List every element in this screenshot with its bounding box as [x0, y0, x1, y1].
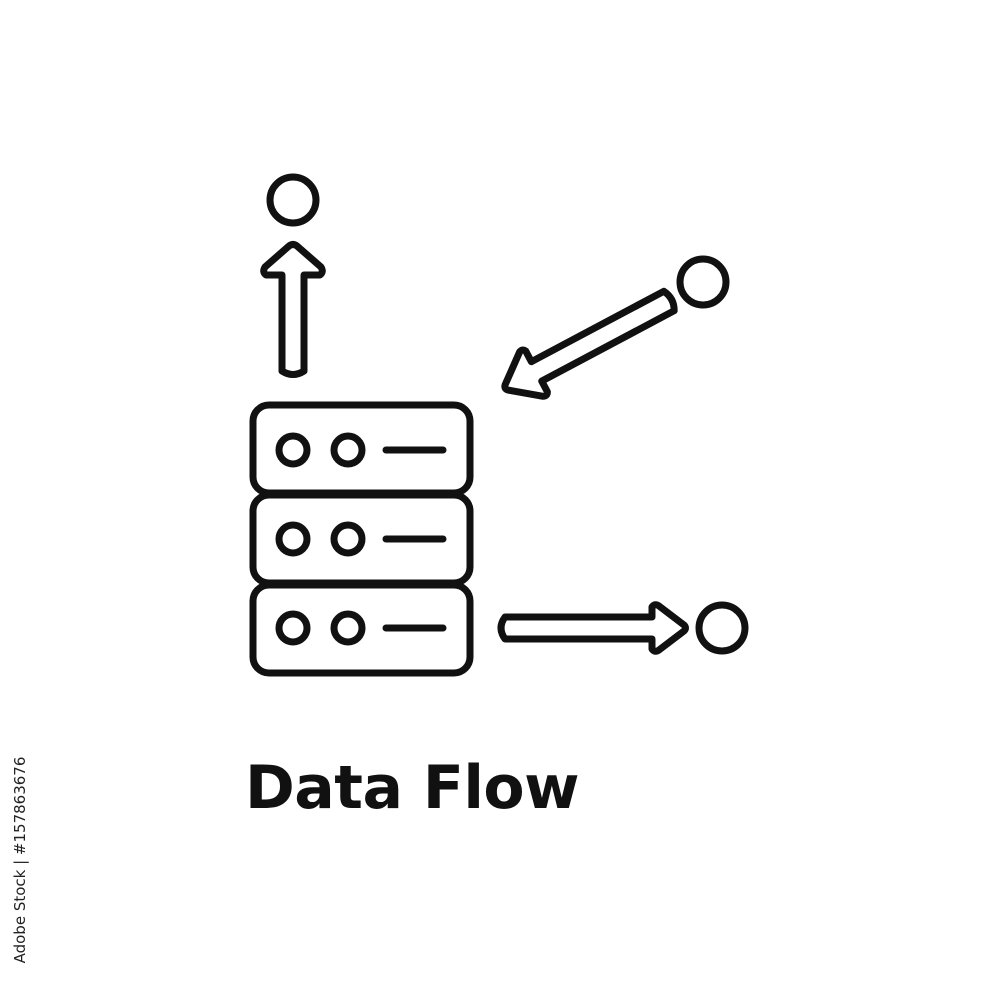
diagonal-arrow-icon	[501, 287, 678, 400]
server-light-icon	[275, 432, 311, 468]
up-arrow-icon	[260, 241, 326, 378]
top-node-icon	[266, 173, 320, 227]
diagram-title: Data Flow	[245, 753, 580, 823]
right-node-icon	[676, 255, 730, 309]
server-unit-bottom	[249, 581, 474, 677]
server-light-icon	[330, 610, 366, 646]
stock-id-label: Adobe Stock | #157863676	[11, 756, 29, 964]
server-light-icon	[330, 432, 366, 468]
server-stack-icon	[249, 401, 474, 677]
server-light-icon	[275, 521, 311, 557]
bottom-right-node-icon	[695, 601, 749, 655]
server-light-icon	[330, 521, 366, 557]
server-light-icon	[275, 610, 311, 646]
right-arrow-icon	[497, 601, 689, 655]
